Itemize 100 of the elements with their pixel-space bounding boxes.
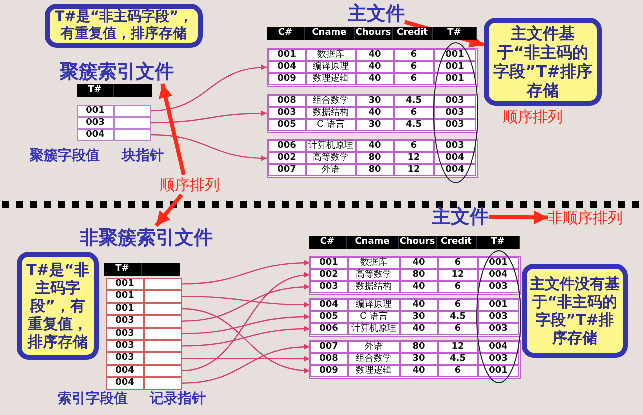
callout-box: T#是“非主码字段”，有重复值，排序存储 — [17, 252, 99, 360]
table-cell: 编译原理 — [306, 61, 356, 73]
table-cell: 003 — [478, 353, 519, 365]
table-cell: 001 — [478, 365, 519, 377]
table-cell: 计算机原理 — [348, 323, 400, 335]
table-cell: 40 — [356, 107, 394, 119]
table-cell: 80 — [400, 269, 438, 281]
table-cell: 6 — [438, 323, 478, 335]
table-cell: 6 — [394, 73, 434, 85]
pointer-arrow — [182, 296, 310, 308]
header-cell: Chours — [399, 236, 437, 249]
table-cell: 007 — [268, 164, 306, 176]
table-row — [268, 73, 476, 85]
record-block — [309, 340, 521, 379]
table-cell: 005 — [310, 311, 348, 323]
table-cell: 40 — [400, 257, 438, 269]
table-cell: 40 — [400, 323, 438, 335]
table-cell: 001 — [106, 290, 144, 303]
heading: 主文件 — [348, 2, 405, 26]
table-cell: 005 — [268, 119, 306, 131]
arrow — [488, 210, 548, 225]
table-cell: 30 — [400, 311, 438, 323]
table-cell: 数据结构 — [348, 281, 400, 293]
table-row — [310, 269, 519, 281]
header-cell: Cname — [347, 236, 399, 249]
arrow — [159, 84, 186, 176]
index-row — [106, 364, 182, 378]
table-cell: 计算机原理 — [306, 140, 356, 152]
table-cell: 12 — [438, 341, 478, 353]
table-cell: 001 — [310, 257, 348, 269]
table-cell: 004 — [268, 61, 306, 73]
heading: 聚簇索引文件 — [60, 60, 174, 84]
table-cell: 40 — [400, 299, 438, 311]
index-row — [106, 278, 182, 290]
table-cell: 4.5 — [394, 119, 434, 131]
table-cell: 003 — [434, 140, 476, 152]
table-cell: 6 — [438, 365, 478, 377]
table-cell: 001 — [478, 299, 519, 311]
table-cell: 80 — [400, 341, 438, 353]
table-cell: 12 — [394, 164, 434, 176]
arrow — [154, 194, 184, 228]
header-cell: C# — [267, 27, 305, 40]
record-block — [267, 94, 478, 133]
table-cell: 数据库 — [306, 49, 356, 61]
record-block — [267, 139, 478, 178]
table-cell: 003 — [478, 323, 519, 335]
pointer-arrow — [182, 284, 310, 322]
table-cell: 数理逻辑 — [348, 365, 400, 377]
index-row — [106, 302, 182, 316]
callout-box: T#是“非主码字段”，有重复值，排序存储 — [45, 4, 203, 48]
table-cell: 6 — [438, 257, 478, 269]
table-cell: 40 — [400, 365, 438, 377]
pointer-arrow — [182, 272, 310, 372]
table-row — [310, 257, 519, 269]
caption: 块指针 — [122, 147, 164, 165]
table-cell: 30 — [356, 95, 394, 107]
index-row — [106, 377, 182, 390]
record-block — [309, 298, 521, 337]
table-cell: 006 — [268, 140, 306, 152]
table-cell: 004 — [310, 299, 348, 311]
heading: 主文件 — [432, 205, 489, 229]
index-row — [77, 117, 151, 129]
table-cell: 6 — [394, 61, 434, 73]
record-block — [267, 48, 478, 87]
table-cell: 40 — [400, 281, 438, 293]
table-cell: 001 — [77, 105, 114, 117]
table-cell: 001 — [434, 61, 476, 73]
pointer-arrow — [182, 308, 310, 374]
table-cell: 40 — [356, 61, 394, 73]
table-row — [310, 299, 519, 311]
pointer-arrow — [151, 110, 267, 124]
table-row — [310, 341, 519, 353]
table-cell: 004 — [77, 129, 114, 141]
pointer-arrow — [182, 326, 310, 347]
index-row — [106, 352, 182, 365]
header-cell: T# — [104, 263, 142, 276]
table-cell: C 语言 — [348, 311, 400, 323]
annotation-text: 顺序排列 — [503, 107, 563, 127]
index-row — [106, 328, 182, 340]
table-cell: 编译原理 — [348, 299, 400, 311]
table-cell: 002 — [310, 269, 348, 281]
table-cell: 组合数学 — [306, 95, 356, 107]
header-cell: Credit — [393, 27, 433, 40]
table-cell: 4.5 — [438, 353, 478, 365]
table-cell: 006 — [310, 323, 348, 335]
table-row — [268, 95, 476, 107]
table-row — [268, 119, 476, 131]
table-row — [268, 140, 476, 152]
table-cell: 数理逻辑 — [306, 73, 356, 85]
index-row — [77, 105, 151, 117]
table-cell: 004 — [106, 377, 144, 390]
table-row — [310, 365, 519, 377]
table-cell: 001 — [434, 49, 476, 61]
index-row — [106, 290, 182, 303]
table-cell: 6 — [438, 299, 478, 311]
header-cell: T# — [77, 84, 114, 97]
table-cell: 009 — [268, 73, 306, 85]
table-cell: 数据库 — [348, 257, 400, 269]
table-cell: 40 — [356, 140, 394, 152]
index-row — [106, 315, 182, 328]
